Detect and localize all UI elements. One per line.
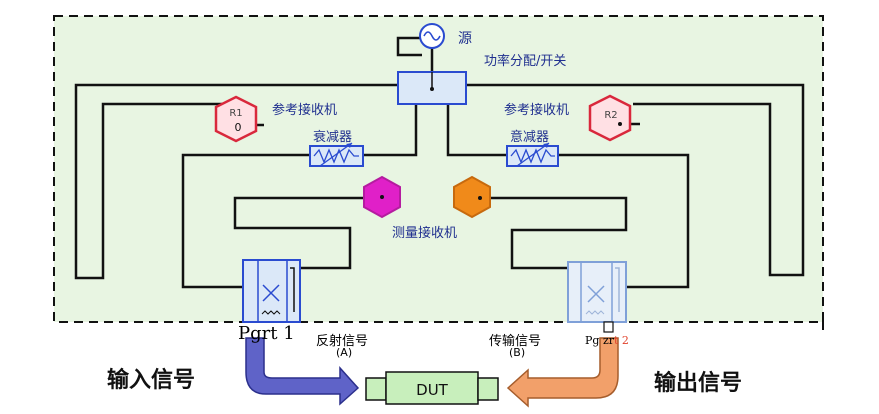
port2-label-a: Pg zr <box>585 334 614 347</box>
signal-wires <box>74 36 805 289</box>
attenuator-left-label: 衰减器 <box>313 130 353 145</box>
port2-label-b: t 2 <box>614 334 629 347</box>
instrument-panel <box>53 15 824 323</box>
coupler-port2-icon <box>567 261 627 323</box>
attenuator-left-icon <box>309 142 364 167</box>
output-signal-arrow <box>506 337 619 408</box>
measurement-receiver-a-icon <box>363 175 401 219</box>
measure-receiver-label: 测量接收机 <box>392 226 458 241</box>
attenuator-right-icon <box>506 142 559 167</box>
dut-label: DUT <box>416 381 449 399</box>
ref-receiver-right-label: 参考接收机 <box>504 103 570 118</box>
reference-receiver-r1-icon: R1 0 <box>214 95 258 143</box>
ref-receiver-left-label: 参考接收机 <box>272 103 338 118</box>
transmitted-signal-tag: (B) <box>509 346 526 359</box>
input-signal-label: 输入信号 <box>107 368 196 393</box>
reference-receiver-r2-icon: R2 <box>588 94 632 142</box>
port2-label: Pg zrt 2 <box>585 334 629 347</box>
power-split-label: 功率分配/开关 <box>484 54 567 69</box>
transmitted-signal-label: 传输信号 <box>489 334 542 349</box>
measurement-receiver-b-icon <box>453 175 491 219</box>
output-signal-label: 输出信号 <box>654 371 743 396</box>
r1-sub-label: 0 <box>235 121 242 134</box>
port1-label: Pgrt 1 <box>238 323 295 344</box>
r2-label: R2 <box>604 110 617 121</box>
signal-source-icon <box>419 23 445 49</box>
source-label: 源 <box>458 31 472 47</box>
reflected-signal-label: 反射信号 <box>316 334 369 349</box>
reflected-signal-tag: (A) <box>336 346 353 359</box>
dut-block: DUT <box>365 371 499 405</box>
r1-label: R1 <box>229 108 242 119</box>
input-signal-arrow <box>245 337 360 406</box>
attenuator-right-label: 意减器 <box>510 130 550 145</box>
coupler-port1-icon <box>242 259 301 323</box>
